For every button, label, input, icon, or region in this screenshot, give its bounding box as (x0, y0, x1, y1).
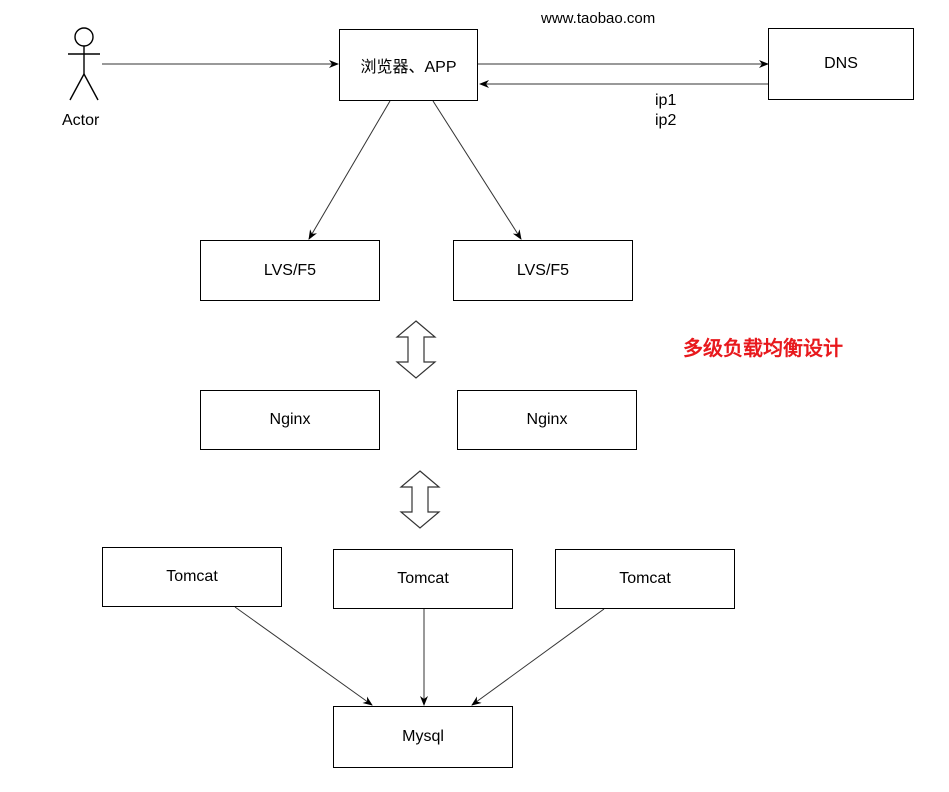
domain-label: www.taobao.com (541, 10, 656, 27)
tomcat-node-2[interactable]: Tomcat (333, 549, 513, 609)
browser-app-node[interactable]: 浏览器、APP (339, 29, 478, 101)
actor-icon (68, 27, 100, 101)
lvs-node-2[interactable]: LVS/F5 (453, 240, 633, 301)
dns-reply-ip2: ip2 (655, 112, 677, 129)
mysql-node[interactable]: Mysql (333, 706, 513, 768)
actor-label: Actor (62, 112, 100, 129)
dns-reply-ip1: ip1 (655, 92, 677, 109)
tomcat-node-3[interactable]: Tomcat (555, 549, 735, 609)
arrow-tomcat-3-to-mysql (471, 608, 605, 706)
bidirectional-arrow-lvs-nginx (395, 320, 437, 379)
arrow-tomcat-1-to-mysql (234, 606, 373, 706)
lvs-node-1[interactable]: LVS/F5 (200, 240, 380, 301)
nginx-node-1[interactable]: Nginx (200, 390, 380, 450)
dns-node[interactable]: DNS (768, 28, 914, 100)
diagram-title: 多级负载均衡设计 (683, 338, 843, 360)
tomcat-node-1[interactable]: Tomcat (102, 547, 282, 607)
arrow-browser-to-lvs-1 (308, 100, 391, 240)
nginx-node-2[interactable]: Nginx (457, 390, 637, 450)
bidirectional-arrow-nginx-tomcat (399, 470, 441, 529)
arrow-browser-to-lvs-2 (432, 100, 522, 240)
